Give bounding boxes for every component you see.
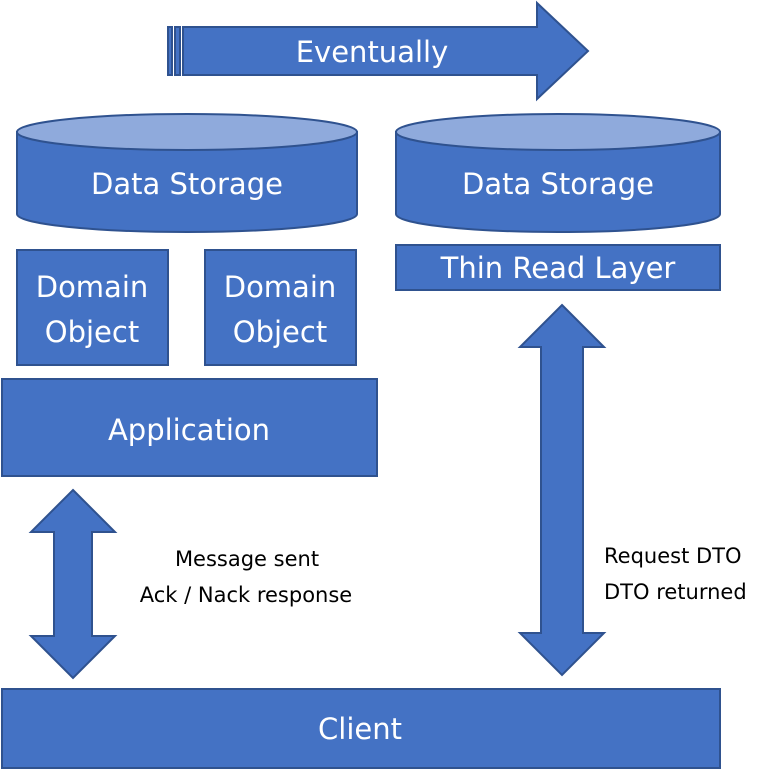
domain-object-2-line2: Object: [233, 315, 327, 349]
write-double-arrow: [28, 488, 118, 680]
domain-object-2: Domain Object: [204, 249, 357, 366]
write-data-storage-label: Data Storage: [91, 167, 283, 201]
write-arrow-caption-line2: Ack / Nack response: [140, 583, 352, 607]
client: Client: [1, 688, 721, 769]
read-arrow-caption-line2: DTO returned: [604, 580, 747, 604]
domain-object-2-line1: Domain: [224, 270, 337, 304]
eventually-label: Eventually: [296, 35, 449, 69]
domain-object-1-line1: Domain: [36, 270, 149, 304]
domain-object-1: Domain Object: [16, 249, 169, 366]
write-arrow-caption-line1: Message sent: [175, 547, 319, 571]
client-box: [1, 688, 721, 769]
read-data-storage-top: [395, 113, 721, 151]
eventually-arrow-stripe-1: [167, 26, 173, 76]
domain-object-1-line2: Object: [45, 315, 139, 349]
read-data-storage: Data Storage: [395, 113, 721, 233]
application-label: Application: [108, 413, 270, 447]
read-arrow-caption-line1: Request DTO: [604, 544, 742, 568]
thin-read-layer: Thin Read Layer: [395, 244, 721, 291]
domain-object-1-box: [16, 249, 169, 366]
client-label: Client: [318, 712, 402, 746]
domain-object-2-box: [204, 249, 357, 366]
application: Application: [1, 378, 378, 477]
write-data-storage-top: [16, 113, 358, 151]
application-box: [1, 378, 378, 477]
write-data-storage-body: [16, 131, 358, 233]
eventually-arrow-body: [182, 0, 590, 102]
read-data-storage-body: [395, 131, 721, 233]
read-double-arrow: [517, 303, 607, 677]
thin-read-layer-label: Thin Read Layer: [440, 251, 676, 285]
eventually-arrow: Eventually: [167, 0, 590, 102]
thin-read-layer-box: [395, 244, 721, 291]
eventually-arrow-stripe-2: [174, 26, 181, 76]
read-data-storage-label: Data Storage: [462, 167, 654, 201]
write-data-storage: Data Storage: [16, 113, 358, 233]
